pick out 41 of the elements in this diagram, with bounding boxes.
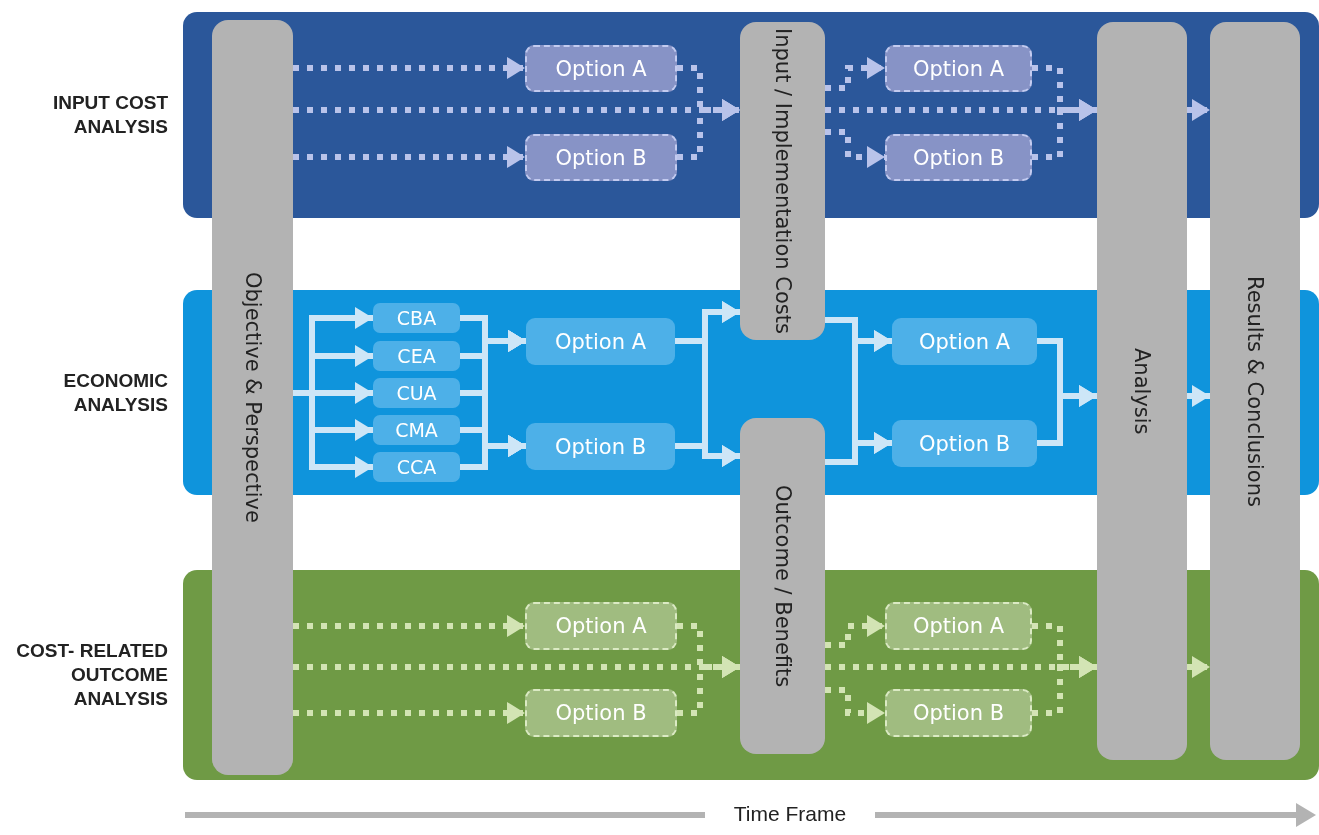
option-box: Option B [892, 420, 1037, 467]
dotted-arrow [293, 615, 525, 637]
dotted-arrow [825, 57, 885, 91]
dotted-arrow [1032, 656, 1097, 716]
option-box: Option A [885, 45, 1032, 92]
dotted-arrow [293, 702, 525, 724]
option-box: Option B [525, 134, 677, 181]
option-box: CCA [373, 452, 460, 482]
option-box: Option A [892, 318, 1037, 365]
dotted-arrow [1187, 99, 1210, 121]
stage-pillar: Results & Conclusions [1210, 22, 1300, 760]
dotted-arrow [293, 146, 525, 168]
dotted-arrow [825, 129, 885, 168]
dotted-arrow [825, 687, 885, 724]
stage-pillar: Input / Implementation Costs [740, 22, 825, 340]
arrow [1037, 385, 1097, 446]
option-box: Option B [526, 423, 675, 470]
dotted-arrow [293, 57, 525, 79]
option-box: Option A [525, 45, 677, 92]
dotted-arrow [825, 615, 885, 648]
option-box: Option B [885, 134, 1032, 181]
dotted-arrow [677, 99, 740, 160]
dotted-arrow [1187, 656, 1210, 678]
option-box: CUA [373, 378, 460, 408]
row-heading: INPUT COST ANALYSIS [51, 91, 168, 139]
row-heading: ECONOMIC ANALYSIS [62, 369, 168, 417]
row-heading: COST- RELATED OUTCOME ANALYSIS [15, 639, 168, 711]
arrow [1187, 385, 1210, 407]
stage-pillar: Outcome / Benefits [740, 418, 825, 754]
option-box: CEA [373, 341, 460, 371]
stage-pillar: Analysis [1097, 22, 1187, 760]
dotted-arrow [1032, 99, 1097, 160]
option-box: Option B [525, 689, 677, 737]
stage-pillar: Objective & Perspective [212, 20, 293, 775]
option-box: Option B [885, 689, 1032, 737]
option-box: CMA [373, 415, 460, 445]
option-box: Option A [885, 602, 1032, 650]
option-box: Option A [526, 318, 675, 365]
option-box: Option A [525, 602, 677, 650]
dotted-arrow [677, 656, 740, 716]
option-box: CBA [373, 303, 460, 333]
